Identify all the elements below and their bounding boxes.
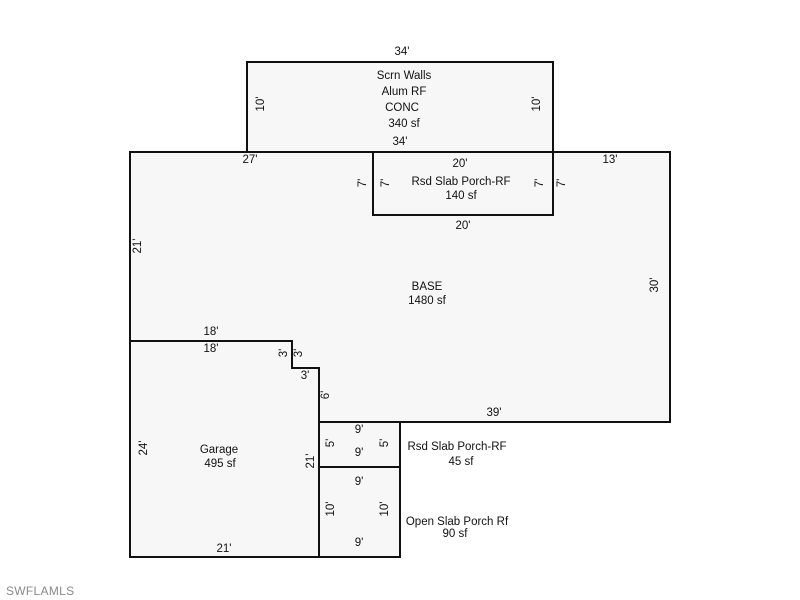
screen-area-value: 340 sf [388,118,420,130]
dim-screen-top: 34' [395,46,410,58]
porch-open-area-value: 90 sf [443,528,469,540]
dim-porch-open-bottom: 9' [355,537,364,549]
screen-label-2: Alum RF [382,86,427,98]
dim-step-top-in: 18' [204,343,219,355]
dim-garage-bottom: 21' [217,543,232,555]
dim-screen-left: 10' [255,97,267,112]
porch-mid-area [318,421,401,468]
dim-porch-top-bottom: 20' [456,220,471,232]
base-label: BASE [412,281,443,293]
porch-mid-label: Rsd Slab Porch-RF [407,441,506,453]
dim-porch-open-left: 10' [325,502,337,517]
porch-top-label: Rsd Slab Porch-RF [411,176,510,188]
dim-base-left: 21' [132,239,144,254]
garage-label: Garage [200,444,238,456]
porch-open-label: Open Slab Porch Rf [406,516,509,528]
dim-porch-open-right: 10' [379,502,391,517]
dim-step-vertical-2: 6' [320,391,332,400]
porch-open-area [318,466,401,558]
screen-label-1: Scrn Walls [377,70,432,82]
base-area-value: 1480 sf [408,295,447,307]
dim-porch-top-right-out: 7' [556,179,568,188]
dim-screen-right: 10' [531,97,543,112]
dim-base-top-left: 27' [243,154,258,166]
garage-area-value: 495 sf [204,458,236,470]
dim-porch-mid-left: 5' [325,439,337,448]
porch-top-area [372,151,554,216]
watermark: SWFLAMLS [6,584,75,598]
porch-mid-area-value: 45 sf [449,456,475,468]
dim-base-right: 30' [649,278,661,293]
dim-porch-top-left-out: 7' [357,179,369,188]
dim-porch-open-top: 9' [355,476,364,488]
screen-area [246,61,554,153]
dim-step-vertical-in: 3' [293,349,305,358]
dim-garage-left: 24' [138,441,150,456]
dim-porch-top-right-in: 7' [534,179,546,188]
dim-porch-mid-top: 9' [355,424,364,436]
dim-step-vertical-out: 3' [278,349,290,358]
dim-garage-right: 21' [305,454,317,469]
dim-porch-top-left-in: 7' [380,179,392,188]
dim-step-horizontal: 3' [301,370,310,382]
dim-porch-mid-bottom: 9' [355,447,364,459]
dim-porch-top-top: 20' [453,158,468,170]
dim-step-top-out: 18' [204,326,219,338]
dim-porch-mid-right: 5' [379,439,391,448]
screen-label-3: CONC [385,102,419,114]
dim-base-top-right: 13' [603,154,618,166]
dim-screen-bottom: 34' [393,136,408,148]
garage-area [129,340,320,558]
porch-top-area-value: 140 sf [445,190,477,202]
dim-base-bottom: 39' [487,407,502,419]
